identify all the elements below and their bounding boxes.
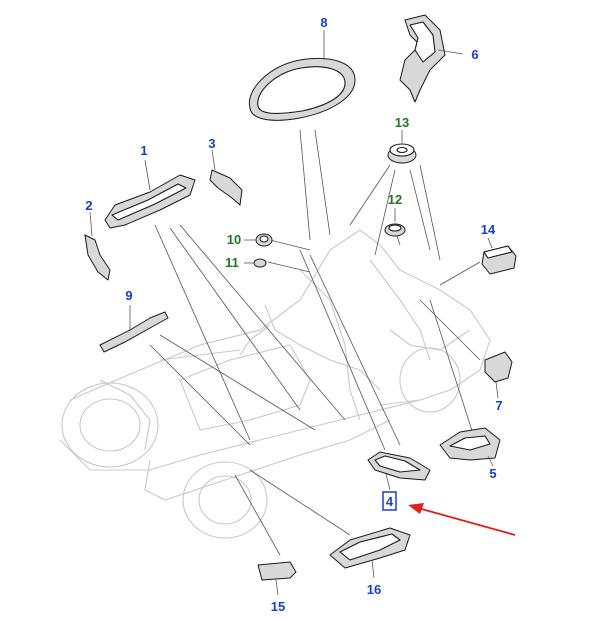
part-8-seal[interactable] [248, 57, 356, 121]
part-5-bracket[interactable] [439, 427, 501, 461]
part-9-rail[interactable] [99, 311, 169, 353]
part-16-panel[interactable] [329, 527, 411, 569]
floor-crossmember [264, 304, 381, 391]
label-leaders [89, 30, 499, 596]
part-11-plug[interactable] [253, 258, 267, 268]
body-outline-upper [69, 229, 491, 406]
part-3-bracket[interactable] [209, 169, 243, 206]
front-suspension-tower [389, 329, 471, 351]
rear-left-wheel-rim [79, 398, 141, 452]
sill-left [144, 419, 391, 501]
callout-15[interactable]: 15 [271, 599, 285, 614]
part-1-bracket[interactable] [104, 174, 196, 229]
callout-5[interactable]: 5 [489, 466, 496, 481]
part-4-seal-strip[interactable] [367, 451, 431, 481]
floor-panel [179, 344, 311, 431]
part-7-bracket[interactable] [484, 351, 513, 383]
callout-12[interactable]: 12 [388, 192, 402, 207]
part-14-block[interactable] [481, 245, 517, 275]
tunnel [299, 269, 361, 421]
rear-left-wheel [61, 382, 159, 468]
callout-4-highlight-box [382, 491, 397, 511]
rail-right [369, 259, 431, 361]
callout-7[interactable]: 7 [495, 398, 502, 413]
rear-subframe [99, 379, 151, 451]
callouts: 1 2 3 4 5 6 7 8 9 10 11 12 13 14 15 16 [85, 15, 502, 614]
rear-rail [239, 324, 271, 356]
callout-8[interactable]: 8 [320, 15, 327, 30]
part-13-grommet[interactable] [387, 143, 417, 164]
callout-4[interactable]: 4 [386, 494, 394, 509]
callout-2[interactable]: 2 [85, 198, 92, 213]
part-12-grommet[interactable] [384, 223, 406, 237]
callout-3[interactable]: 3 [208, 136, 215, 151]
part-15-bracket[interactable] [257, 561, 297, 581]
part-6-bracket[interactable] [399, 14, 446, 103]
body-outline-lower [59, 399, 421, 471]
callout-1[interactable]: 1 [140, 143, 147, 158]
vehicle-underbody-outline [59, 229, 491, 539]
callout-13[interactable]: 13 [395, 115, 409, 130]
front-left-wheel-rim [198, 475, 252, 525]
callout-6[interactable]: 6 [471, 47, 478, 62]
leader-lines [149, 129, 481, 556]
callout-9[interactable]: 9 [125, 288, 132, 303]
callout-11[interactable]: 11 [225, 255, 239, 270]
rear-floor-edge [159, 349, 241, 361]
callout-10[interactable]: 10 [227, 232, 241, 247]
part-10-plug[interactable] [255, 233, 273, 247]
callout-14[interactable]: 14 [481, 222, 496, 237]
callout-16[interactable]: 16 [367, 582, 381, 597]
red-pointer-arrow [408, 503, 516, 536]
front-left-wheel [182, 461, 268, 539]
part-2-bracket[interactable] [84, 234, 111, 281]
